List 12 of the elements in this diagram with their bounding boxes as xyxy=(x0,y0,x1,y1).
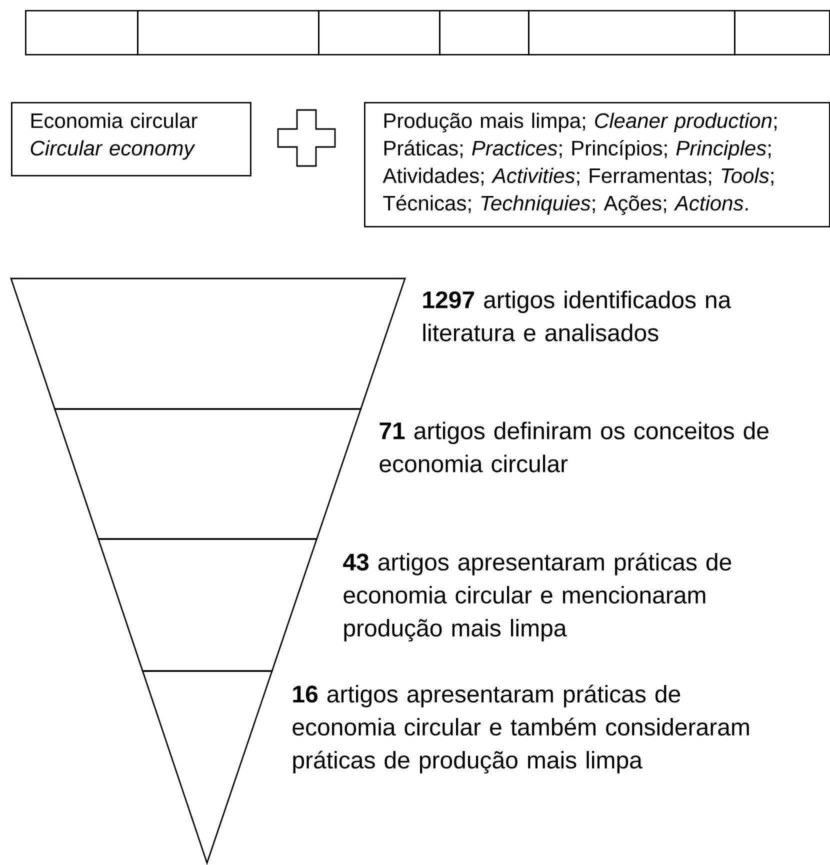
table-cell xyxy=(528,10,736,56)
funnel-caption: 16 artigos apresentaram práticas de economia circular e também consideraram práticas de produção mais limpa xyxy=(292,684,749,774)
table-cell xyxy=(318,10,440,56)
table-cell xyxy=(439,10,530,56)
funnel-caption: 71 artigos definiram os conceitos de economia circular xyxy=(380,422,768,472)
funnel-caption: 43 artigos apresentaram práticas de economia circular e mencionaram produção mais limpa xyxy=(343,552,732,642)
table-cell xyxy=(137,10,320,56)
funnel-caption: 1297 artigos identificados na literatura e analisados xyxy=(423,290,732,342)
keyword-box: Economia circular Circular economy xyxy=(11,102,252,176)
table-cell xyxy=(25,10,138,56)
table-cell xyxy=(734,10,830,56)
keyword-box: Produção mais limpa; Cleaner production; Práticas; Practices; Princípios; Principles; Atividades; Activities; Ferramentas; Tools; Técnicas; Techniquies; Ações; Actions. xyxy=(364,102,830,228)
